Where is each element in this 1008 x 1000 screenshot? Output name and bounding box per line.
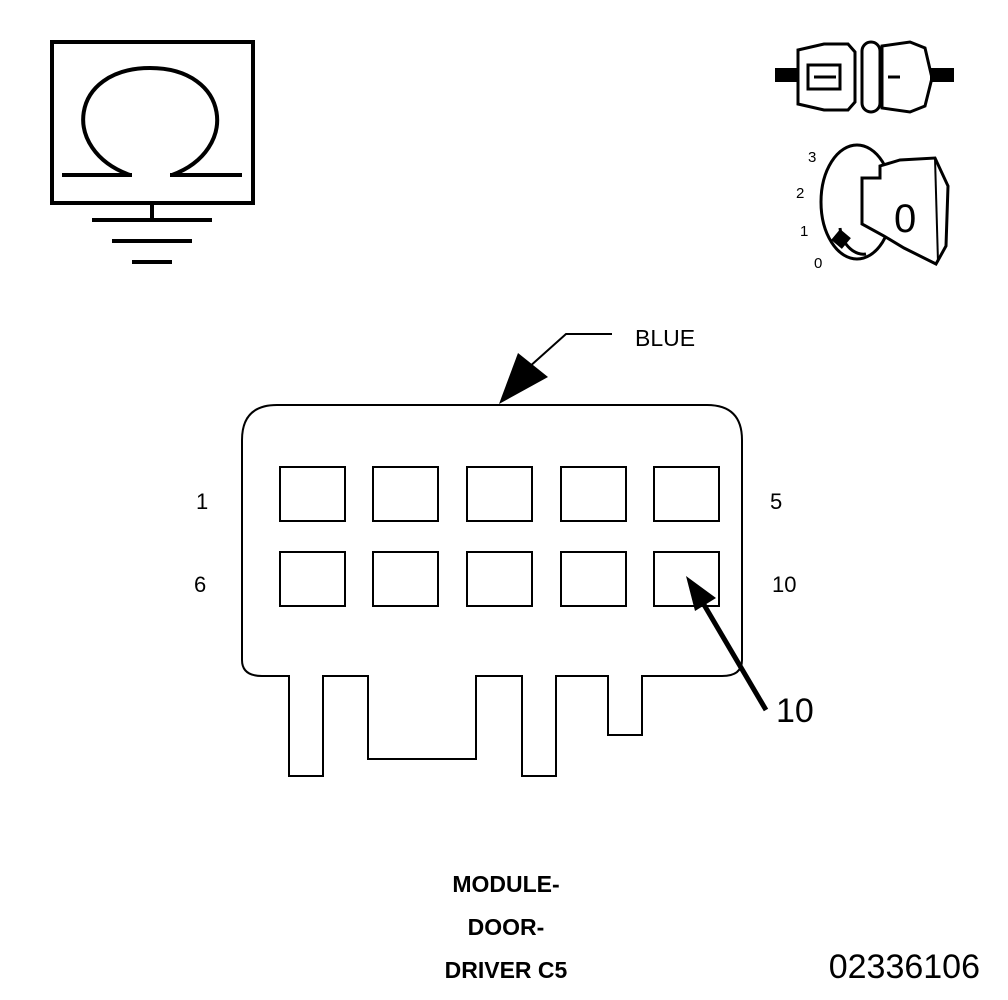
pin-cavities: [279, 466, 720, 607]
pin-label-top-left: 1: [196, 489, 208, 514]
key-position-3: 3: [808, 149, 816, 166]
key-position-2: 2: [796, 185, 804, 202]
pin-label-top-right: 5: [770, 489, 782, 514]
pin-cavity-7: [372, 551, 439, 607]
connector-name-line-3: DRIVER C5: [445, 957, 568, 983]
connector-name-line-2: DOOR-: [468, 914, 545, 940]
key-position-1: 1: [800, 223, 808, 240]
ohmmeter-ground-icon: [50, 40, 255, 264]
pin-cavity-3: [466, 466, 533, 522]
pin-cavity-2: [372, 466, 439, 522]
pin-cavity-8: [466, 551, 533, 607]
figure-number: 02336106: [829, 948, 980, 986]
disconnected-connector-icon: [775, 40, 954, 114]
pin-callout-label: 10: [776, 692, 814, 730]
pin-cavity-4: [560, 466, 627, 522]
pin-cavity-6: [279, 551, 346, 607]
connector-name-line-1: MODULE-: [452, 871, 559, 897]
pin-label-bottom-left: 6: [194, 572, 206, 597]
connector-color-label: BLUE: [635, 325, 695, 351]
pin-cavity-1: [279, 466, 346, 522]
pin-label-bottom-right: 10: [772, 572, 796, 597]
pin-cavity-9: [560, 551, 627, 607]
ignition-key-icon: [819, 143, 950, 266]
color-leader-line: [499, 333, 612, 404]
pin-cavity-5: [653, 466, 720, 522]
key-position-0: 0: [814, 255, 822, 272]
key-label: 0: [894, 197, 916, 241]
pin-callout-arrow: [686, 576, 769, 712]
